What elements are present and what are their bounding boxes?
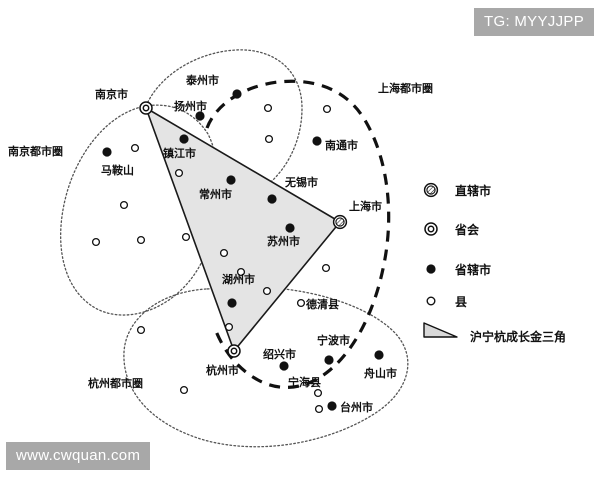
point-ninghai [313, 388, 323, 398]
label-suzhou: 苏州市 [267, 234, 300, 248]
point-taizhou-zj [327, 401, 337, 411]
label-hangzhou-metro: 杭州都市圈 [88, 376, 143, 390]
legend-label-golden-triangle: 沪宁杭成长金三角 [470, 329, 566, 344]
label-shanghai-metro: 上海都市圈 [378, 81, 433, 95]
legend-symbol-prefecture [426, 264, 436, 274]
label-nantong: 南通市 [325, 138, 358, 152]
point-hangzhou [227, 344, 241, 358]
point-changzhou [226, 175, 236, 185]
label-zhenjiang: 镇江市 [163, 146, 196, 160]
nanjing-metro-boundary [60, 104, 220, 316]
legend-symbol-province-capital [424, 222, 438, 236]
point-suzhou [285, 223, 295, 233]
legend: 直辖市 省会 省辖市 县 沪宁杭成长金三角 [423, 182, 566, 344]
point-ningbo [324, 355, 334, 365]
label-changzhou: 常州市 [199, 187, 232, 201]
point-nanjing [139, 101, 153, 115]
point-zhoushan [374, 350, 384, 360]
named-county-points [296, 298, 323, 398]
label-taizhou-zj: 台州市 [340, 400, 373, 414]
legend-label-prefecture: 省辖市 [454, 262, 491, 277]
label-nanjing-metro: 南京都市圈 [8, 144, 63, 158]
watermark-top-right: TG: MYYJJPP [474, 8, 594, 36]
label-yangzhou: 扬州市 [174, 99, 207, 113]
label-taizhou-js: 泰州市 [185, 73, 219, 87]
label-wuxi: 无锡市 [284, 175, 318, 189]
point-maanshan [102, 147, 112, 157]
legend-label-county: 县 [455, 295, 467, 309]
watermark-bottom-left: www.cwquan.com [6, 442, 151, 470]
point-shaoxing [279, 361, 289, 371]
point-wuxi [267, 194, 277, 204]
label-hangzhou: 杭州市 [206, 363, 239, 377]
label-shaoxing: 绍兴市 [263, 347, 296, 361]
point-huzhou [227, 298, 237, 308]
label-maanshan: 马鞍山 [101, 163, 134, 177]
point-taizhou-js [232, 89, 242, 99]
legend-label-province-capital: 省会 [454, 222, 480, 237]
legend-symbol-golden-triangle [423, 322, 458, 338]
label-huzhou: 湖州市 [222, 272, 255, 286]
legend-label-municipality: 直辖市 [455, 183, 491, 198]
point-zhenjiang [179, 134, 189, 144]
shanghai-metro-boundary [205, 79, 391, 390]
point-nantong [312, 136, 322, 146]
prefecture-city-points [102, 89, 384, 411]
label-shanghai: 上海市 [349, 199, 382, 213]
point-yangzhou [195, 111, 205, 121]
legend-symbol-county [426, 296, 436, 306]
label-ningbo: 宁波市 [317, 333, 350, 347]
northern-dotted-boundary [145, 49, 303, 203]
label-nanjing: 南京市 [95, 87, 128, 101]
label-ninghai: 宁海县 [288, 375, 321, 389]
legend-symbol-municipality [423, 182, 439, 198]
golden-triangle-shape [145, 107, 341, 352]
point-shanghai [332, 214, 348, 230]
point-deqing [296, 298, 306, 308]
label-deqing: 德清县 [305, 297, 339, 311]
unlabeled-county-points [91, 103, 332, 414]
label-zhoushan: 舟山市 [364, 366, 397, 380]
